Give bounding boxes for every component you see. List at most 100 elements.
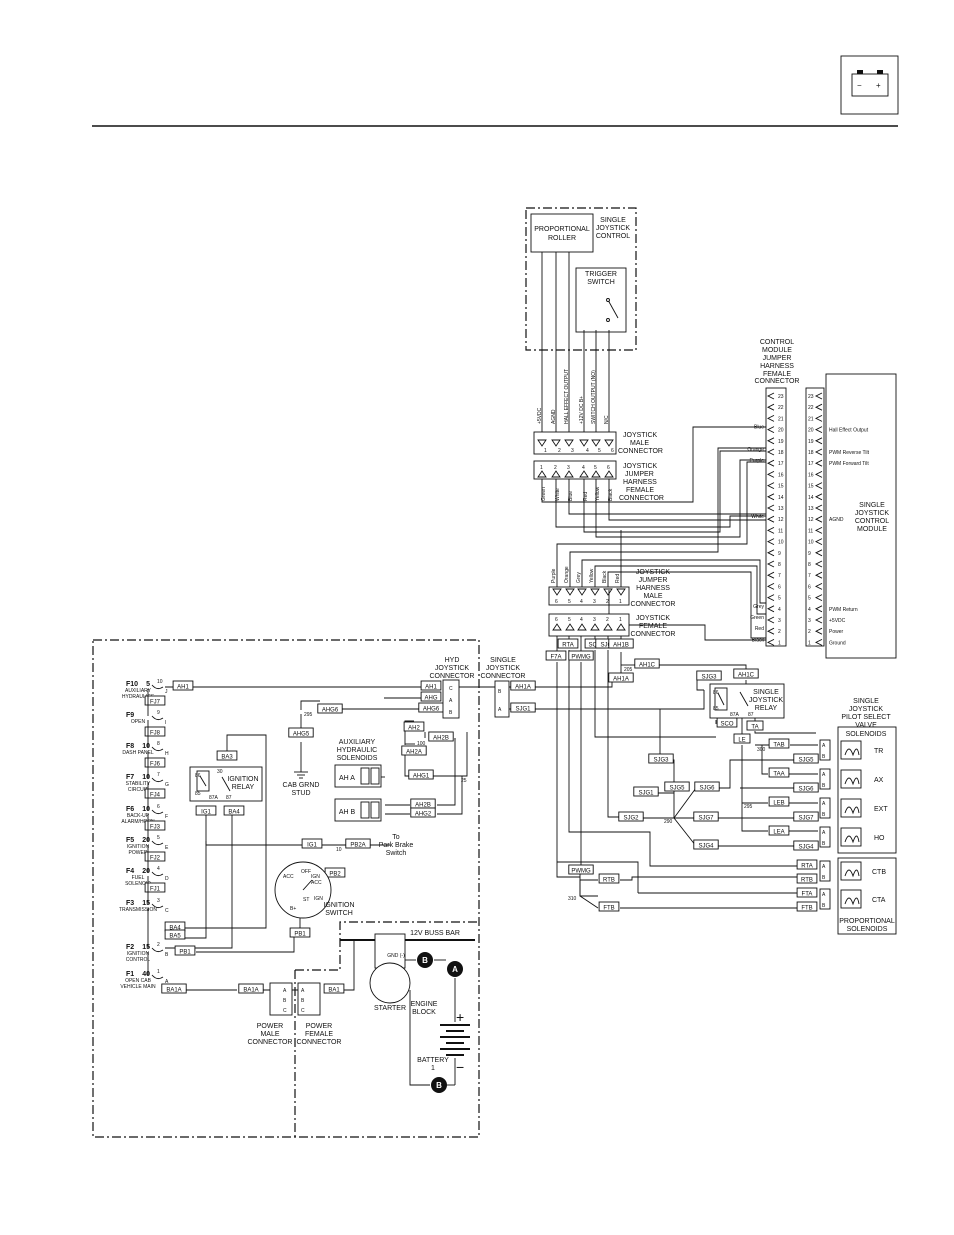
svg-text:STARTER: STARTER: [374, 1005, 406, 1012]
svg-text:A: A: [283, 988, 287, 994]
power-female-connector: [297, 982, 321, 1016]
pin-number: 1: [540, 465, 543, 471]
wire-label-text: AHG2: [415, 812, 432, 818]
pin-number: 6: [555, 617, 558, 623]
wire-label-text: SJG5: [798, 758, 814, 764]
fuse-id: F10: [126, 681, 138, 688]
svg-text:HARNESS: HARNESS: [623, 479, 657, 486]
valve-wire-label: [793, 840, 819, 851]
fuse-id: F6: [126, 806, 134, 813]
wire-label: [696, 670, 722, 681]
wire-label-text: RTB: [603, 878, 615, 884]
svg-text:PROPORTIONAL: PROPORTIONAL: [839, 918, 895, 925]
wire-label-text: SJG7: [698, 816, 714, 822]
svg-text:ENGINE: ENGINE: [411, 1001, 438, 1008]
wire-label: [403, 721, 425, 732]
wire-label-text: FJ6: [150, 762, 161, 768]
wire-color: Green: [750, 615, 764, 621]
pin-number: 3: [808, 618, 811, 624]
control-module-label: SINGLE JOYSTICK CONTROL MODULE: [855, 502, 890, 533]
wire-color: Red: [583, 492, 589, 501]
svg-text:Switch: Switch: [386, 850, 407, 857]
female-to-module-wires: [608, 590, 768, 641]
svg-text:295: 295: [744, 804, 753, 810]
wire-label: [301, 838, 323, 849]
pin-number: 19: [778, 439, 784, 445]
svg-text:300: 300: [757, 747, 766, 753]
svg-text:85: 85: [195, 791, 201, 797]
wire-color: Purple: [551, 568, 557, 583]
pin-number: 20: [778, 428, 784, 434]
pin-number: 23: [778, 394, 784, 400]
wire-label: [174, 945, 196, 956]
wire-color: Purple: [750, 458, 765, 464]
signal-name: Power: [829, 629, 844, 635]
svg-text:IGN: IGN: [311, 874, 320, 880]
pin-number: 15: [778, 484, 784, 490]
svg-text:87A: 87A: [730, 712, 740, 718]
svg-text:IGNITION: IGNITION: [323, 902, 354, 909]
wire-label-text: PB1: [179, 950, 191, 956]
svg-text:B: B: [436, 1081, 442, 1090]
wire-label-text: SJG6: [699, 786, 715, 792]
svg-text:B: B: [822, 875, 826, 881]
svg-text:ACC: ACC: [311, 880, 322, 886]
svg-text:VALVE: VALVE: [855, 722, 877, 729]
fuse-desc: CONTROL: [126, 957, 151, 963]
wire-label-text: FJ4: [150, 793, 161, 799]
wire-color: Blue: [754, 425, 764, 431]
svg-text:BATTERY: BATTERY: [417, 1057, 449, 1064]
wire-label: [693, 839, 719, 850]
wire-color: White: [555, 488, 561, 501]
svg-text:N/C: N/C: [604, 415, 610, 424]
wire-label-text: AH2B: [433, 736, 449, 742]
fuse-pin: J: [165, 689, 168, 695]
svg-text:GND (-): GND (-): [387, 953, 405, 959]
fuse-desc: TRANSMISSION: [119, 907, 157, 913]
fuse-pin: 2: [157, 942, 160, 948]
wire-label-text: AH2B: [415, 803, 431, 809]
pin-number: 14: [778, 495, 784, 501]
valve-name: EXT: [874, 806, 888, 813]
svg-text:PILOT SELECT: PILOT SELECT: [841, 714, 891, 721]
svg-text:1: 1: [431, 1065, 435, 1072]
svg-text:Park Brake: Park Brake: [379, 842, 414, 849]
svg-text:B: B: [822, 783, 826, 789]
svg-text:FEMALE: FEMALE: [305, 1031, 333, 1038]
svg-text:JOYSTICK: JOYSTICK: [623, 432, 658, 439]
fuse-desc: OPEN CAB: [125, 978, 152, 984]
wire-color: White: [751, 514, 764, 520]
wire-label-text: RTA: [801, 864, 812, 870]
svg-text:12V BUSS BAR: 12V BUSS BAR: [410, 930, 460, 937]
pin-number: 2: [778, 629, 781, 635]
pin-number: 12: [778, 517, 784, 523]
wire-label: [420, 680, 442, 691]
wire-label: [172, 680, 194, 691]
svg-text:B: B: [822, 903, 826, 909]
wire-label-text: BA1A: [166, 988, 181, 994]
pin-number: 13: [808, 506, 814, 512]
pin-number: 15: [808, 484, 814, 490]
svg-text:TRIGGER: TRIGGER: [585, 271, 617, 278]
wire-label: [195, 805, 217, 816]
pin-number: 2: [606, 599, 609, 605]
wire-label-text: BA3: [221, 755, 233, 761]
svg-text:SWITCH: SWITCH: [587, 279, 615, 286]
fuse-amp: 40: [142, 971, 150, 978]
fuse-pin: F: [165, 814, 168, 820]
wire-label: [557, 638, 579, 649]
wire-label-text: AH1: [177, 685, 189, 691]
svg-text:CONTROL: CONTROL: [596, 233, 630, 240]
jumper-female-connector: [533, 460, 617, 480]
svg-text:JOYSTICK: JOYSTICK: [636, 615, 671, 622]
svg-text:POWER: POWER: [257, 1023, 283, 1030]
wire-label-text: TAA: [773, 772, 784, 778]
